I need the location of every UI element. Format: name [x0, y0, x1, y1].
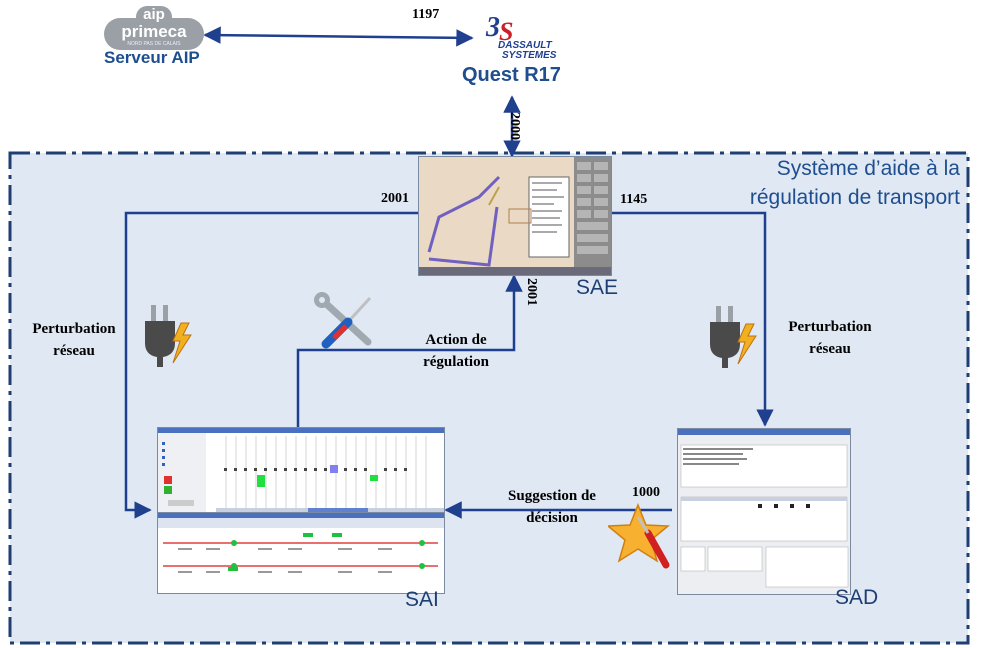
wrench-screwdriver-icon [314, 292, 372, 349]
port-1197: 1197 [412, 7, 440, 22]
region-title: Système d’aide à la régulation de transp… [749, 157, 960, 209]
region-dashed-border [8, 151, 970, 645]
svg-text:S: S [499, 17, 513, 44]
sad-screenshot [677, 428, 851, 595]
sae-sai-link [124, 211, 418, 519]
sai-sae-link [296, 274, 523, 428]
sae-label: SAE [576, 276, 619, 299]
sai-label: SAI [405, 588, 439, 611]
quest-label: Quest R17 [462, 64, 561, 86]
sae-screenshot [418, 156, 612, 276]
plug-lightning-icon [145, 305, 192, 367]
suggestion-decision-label: Suggestion de décision [508, 488, 596, 526]
dassault-logo: 3 S DASSAULT SYSTEMES [484, 6, 564, 64]
3ds-icon: 3 S [485, 12, 513, 44]
aip-primeca-logo: aip primeca NORD PAS DE CALAIS [104, 6, 204, 50]
port-2001-left: 2001 [381, 191, 409, 206]
port-2000: 2000 [507, 112, 522, 140]
sad-label: SAD [835, 586, 879, 609]
svg-text:3: 3 [485, 12, 500, 43]
right-perturbation-label: Perturbation réseau [788, 319, 872, 357]
action-regulation-label: Action de régulation [423, 332, 489, 370]
sae-sad-link [612, 211, 774, 427]
aip-quest-link [203, 26, 474, 47]
port-1000: 1000 [632, 485, 660, 500]
left-perturbation-label: Perturbation réseau [32, 321, 116, 359]
aip-server-label: Serveur AIP [104, 48, 200, 67]
port-2001-bottom: 2001 [524, 278, 539, 306]
sai-screenshot-top [157, 427, 445, 515]
plug-lightning-icon [710, 306, 757, 368]
port-1145: 1145 [620, 192, 648, 207]
sai-screenshot-bottom [157, 512, 445, 594]
star-screwdriver-icon [608, 503, 670, 569]
